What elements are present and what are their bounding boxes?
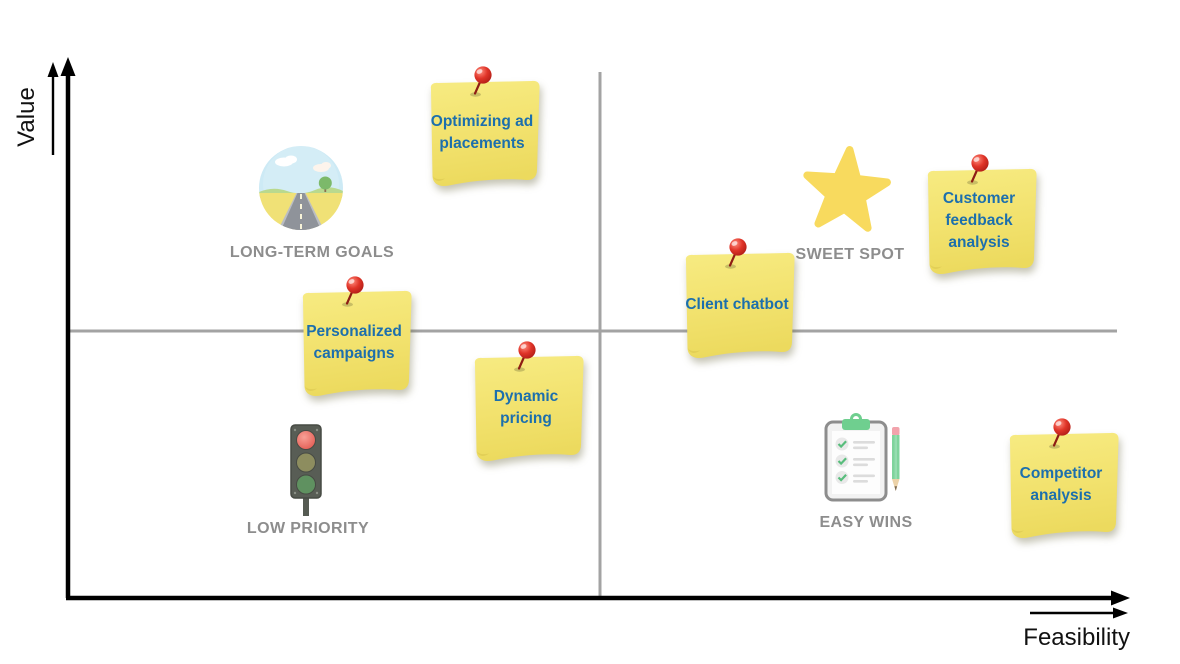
traffic-light-icon[interactable] bbox=[286, 422, 326, 518]
note-text: Customer feedback analysis bbox=[942, 190, 1016, 251]
x-axis-arrowhead bbox=[1111, 590, 1130, 606]
road-horizon-icon[interactable] bbox=[259, 146, 343, 230]
y-axis-label: Value bbox=[13, 87, 40, 147]
note-text: Dynamic pricing bbox=[493, 388, 559, 427]
star-icon[interactable] bbox=[800, 142, 892, 234]
sticky-note-optimizing-ad-placements[interactable]: Optimizing ad placements bbox=[421, 80, 543, 192]
checklist-pencil-icon[interactable] bbox=[820, 412, 904, 506]
quadrant-label-sweet-spot: SWEET SPOT bbox=[795, 246, 905, 263]
note-text: Optimizing ad placements bbox=[430, 113, 534, 152]
x-axis-label: Feasibility bbox=[1023, 624, 1130, 651]
y-axis-arrowhead bbox=[60, 57, 76, 76]
note-text: Personalized campaigns bbox=[306, 323, 402, 362]
note-text: Competitor analysis bbox=[1019, 465, 1103, 504]
quadrant-label-low-priority: LOW PRIORITY bbox=[246, 520, 370, 537]
feasibility-arrowhead bbox=[1113, 607, 1128, 619]
value-arrowhead bbox=[47, 62, 59, 77]
quadrant-label-easy-wins: EASY WINS bbox=[819, 514, 913, 531]
note-text: Client chatbot bbox=[685, 296, 789, 313]
quadrant-label-long-term-goals: LONG-TERM GOALS bbox=[229, 244, 395, 261]
sticky-note-dynamic-pricing[interactable]: Dynamic pricing bbox=[465, 355, 587, 467]
sticky-note-competitor-analysis[interactable]: Competitor analysis bbox=[1000, 432, 1122, 544]
sticky-note-personalized-campaigns[interactable]: Personalized campaigns bbox=[293, 290, 415, 402]
sticky-note-client-chatbot[interactable]: Client chatbot bbox=[676, 252, 798, 364]
sticky-note-customer-feedback-analysis[interactable]: Customer feedback analysis bbox=[918, 168, 1040, 280]
